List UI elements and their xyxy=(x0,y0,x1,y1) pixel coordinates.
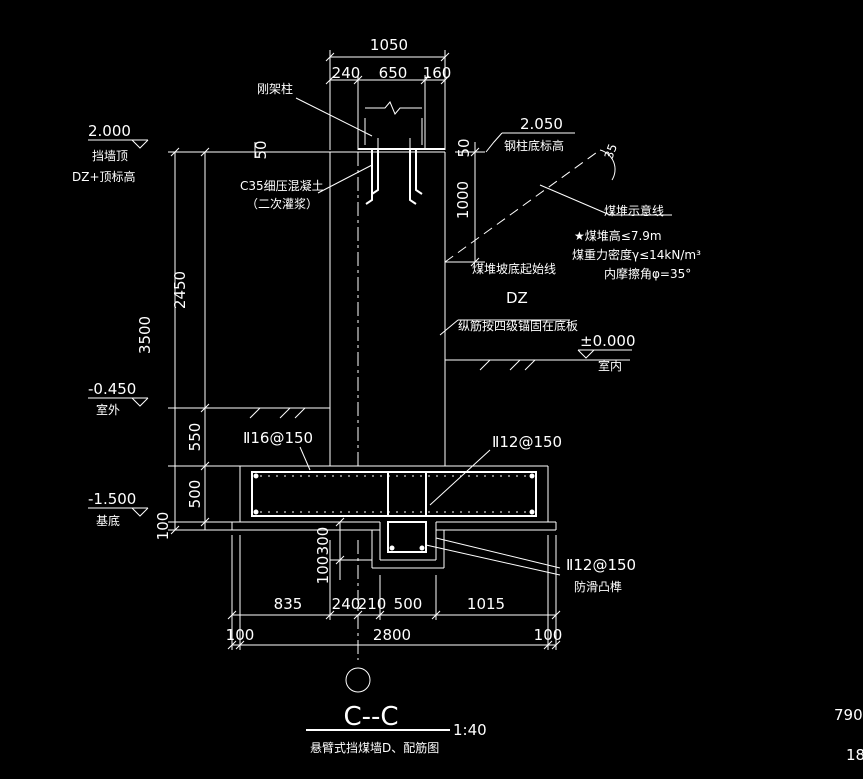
level-indoor: ±0.000 xyxy=(580,332,636,350)
dim-50-left: 50 xyxy=(252,140,270,159)
level-base-label: 基底 xyxy=(96,513,120,528)
level-steel-base: 2.050 xyxy=(520,115,563,133)
dim-top-160: 160 xyxy=(423,64,452,82)
left-dimension-lines xyxy=(168,142,330,535)
level-dz-top-label: DZ+顶标高 xyxy=(72,169,136,184)
dim-100-key: 100 xyxy=(314,556,332,585)
dim-50-right: 50 xyxy=(455,138,473,157)
shear-key xyxy=(371,522,445,569)
section-title: C--C xyxy=(343,702,398,732)
dim-2450: 2450 xyxy=(171,271,189,309)
level-base: -1.500 xyxy=(88,490,136,508)
note-rebar-16: Ⅱ16@150 xyxy=(243,429,313,447)
note-anchor: 纵筋按四级锚固在底板 xyxy=(458,318,578,333)
note-grout-sub: （二次灌浆） xyxy=(246,196,318,211)
bottom-dimension-lines xyxy=(227,535,561,660)
top-dimension-lines xyxy=(325,50,450,150)
dim-835: 835 xyxy=(274,595,303,613)
dim-2800: 2800 xyxy=(373,626,411,644)
anchor-bolts xyxy=(365,150,423,205)
note-rebar-12-top: Ⅱ12@150 xyxy=(492,433,562,451)
steel-column xyxy=(358,101,445,152)
coal-pile-line xyxy=(444,149,672,263)
note-pile-angle: 内摩擦角φ=35° xyxy=(604,266,691,281)
note-shear-key: 防滑凸榫 xyxy=(574,579,622,594)
edge-number-790: 790 xyxy=(834,706,863,724)
note-rebar-12-key: Ⅱ12@150 xyxy=(566,556,636,574)
caption-label: 悬臂式挡煤墙D、配筋图 xyxy=(310,740,439,755)
note-pile-density: 煤重力密度γ≤14kN/m³ xyxy=(572,247,701,262)
dim-top-240: 240 xyxy=(332,64,361,82)
dim-500: 500 xyxy=(186,480,204,509)
footing-slab xyxy=(231,465,557,531)
dim-210: 210 xyxy=(358,595,387,613)
level-outdoor-label: 室外 xyxy=(96,402,120,417)
note-pile-height: ★煤堆高≤7.9m xyxy=(574,228,662,243)
leader-lines xyxy=(295,97,570,576)
dim-1015: 1015 xyxy=(467,595,505,613)
level-steel-base-label: 钢柱底标高 xyxy=(504,138,564,153)
angle-35-label: 35 xyxy=(602,142,620,161)
dim-240-b: 240 xyxy=(332,595,361,613)
right-dimension-lines xyxy=(445,142,485,267)
note-grout: C35细压混凝土 xyxy=(240,178,324,193)
edge-number-18: 18 xyxy=(846,746,863,764)
level-outdoor: -0.450 xyxy=(88,380,136,398)
dim-300: 300 xyxy=(314,527,332,556)
level-marks xyxy=(88,132,632,517)
level-top-wall: 2.000 xyxy=(88,122,131,140)
wall-outline xyxy=(329,151,446,466)
note-pile-line: 煤堆示意线 xyxy=(604,203,664,218)
note-slope-start: 煤堆坡底起始线 xyxy=(472,261,556,276)
dim-100-base: 100 xyxy=(154,512,172,541)
axis-bubble xyxy=(345,667,371,693)
dim-top-650: 650 xyxy=(379,64,408,82)
dim-100-left: 100 xyxy=(226,626,255,644)
level-indoor-label: 室内 xyxy=(598,358,622,373)
key-dimension-lines xyxy=(330,517,372,580)
note-dz: DZ xyxy=(506,289,528,307)
ground-lines xyxy=(249,359,630,419)
dim-3500: 3500 xyxy=(136,316,154,354)
dim-500-b: 500 xyxy=(394,595,423,613)
dim-1000: 1000 xyxy=(454,181,472,219)
note-steel-column: 刚架柱 xyxy=(257,81,293,96)
rebar-cages xyxy=(251,471,537,553)
dim-top-total: 1050 xyxy=(370,36,408,54)
level-top-wall-label: 挡墙顶 xyxy=(92,149,128,163)
dim-100-right: 100 xyxy=(534,626,563,644)
dim-550: 550 xyxy=(186,423,204,452)
scale-label: 1:40 xyxy=(453,721,487,739)
